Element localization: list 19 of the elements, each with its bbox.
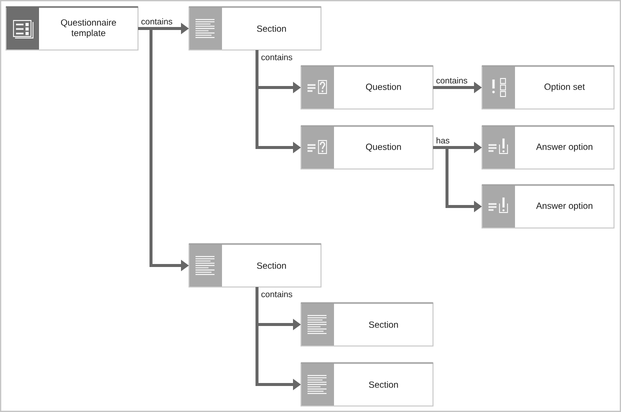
edge-label: contains <box>435 76 468 84</box>
process-box: Answer option <box>482 184 614 228</box>
process-box: Questionnaire template <box>6 6 138 50</box>
edge-label: contains <box>260 290 294 298</box>
connector-line <box>256 50 258 88</box>
process-box: Answer option <box>482 125 614 170</box>
edge-label: contains <box>260 53 294 62</box>
process-box: Section <box>300 302 434 346</box>
process-box: Question <box>300 125 434 170</box>
edge-label: contains <box>140 18 174 26</box>
edge-label: has <box>435 136 450 144</box>
connector-line <box>138 27 151 30</box>
process-box: Option set <box>482 65 614 110</box>
process-box: Question <box>300 65 434 110</box>
connector-line <box>256 287 258 324</box>
process-box: Section <box>188 243 322 288</box>
connector-line <box>433 146 447 149</box>
process-box: Section <box>188 6 322 50</box>
process-box: Section <box>300 362 434 406</box>
